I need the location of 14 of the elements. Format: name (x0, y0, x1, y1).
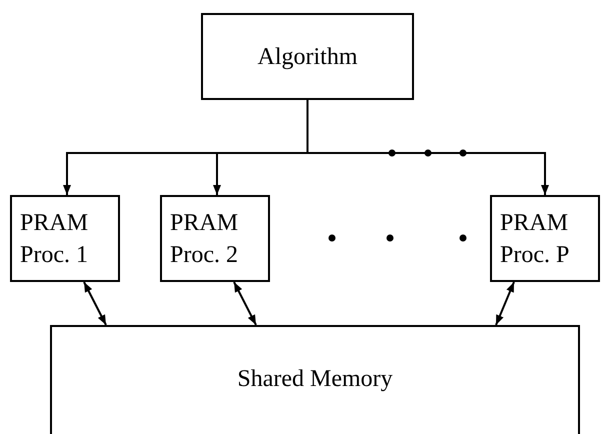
box-label: PRAM Proc. P (500, 208, 570, 270)
arrow (495, 282, 515, 326)
box-label: Algorithm (258, 42, 358, 72)
box-label: PRAM Proc. 1 (20, 208, 90, 270)
process-box (201, 13, 414, 100)
process-box (10, 195, 120, 282)
process-box (160, 195, 270, 282)
process-box (490, 195, 600, 282)
arrow (233, 282, 257, 326)
process-box (50, 325, 580, 434)
box-label: PRAM Proc. 2 (170, 208, 240, 270)
arrow (83, 282, 107, 326)
arrow (306, 100, 549, 195)
box-label: Shared Memory (237, 365, 393, 394)
